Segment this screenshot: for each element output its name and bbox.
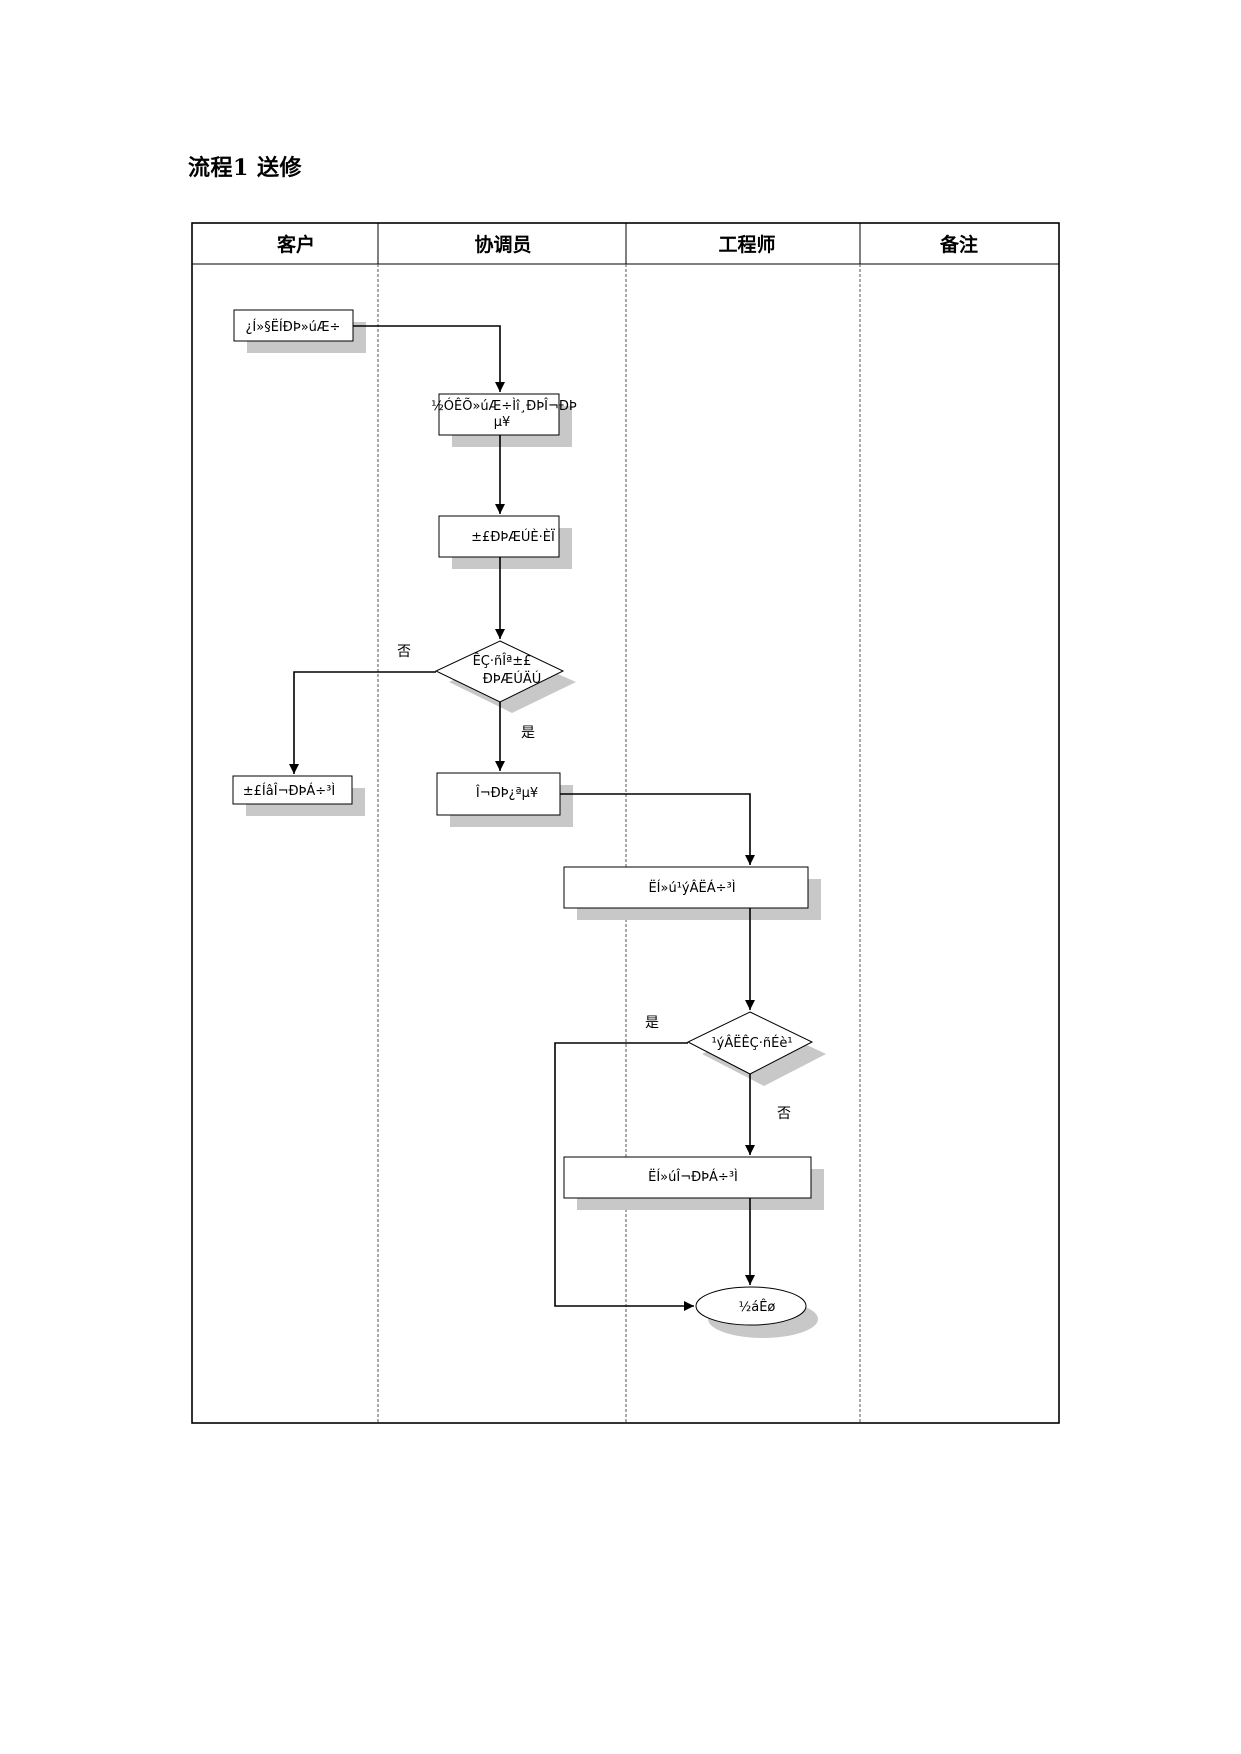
node-decision: ÊÇ·ñÎª±£ ÐÞÆÚÄÚ	[434, 640, 576, 713]
node-process: ËÍ»úÎ¬ÐÞÁ÷³Ì	[563, 1156, 824, 1210]
lane-header-customer: 客户	[277, 233, 315, 256]
lane-header-coordinator: 协调员	[474, 233, 531, 256]
connector-arrow	[289, 671, 436, 774]
node-label: Î¬ÐÞ¿ªµ¥	[475, 785, 538, 801]
node-process: ±£ÐÞÆÚÈ·ÈÏ	[438, 515, 572, 569]
node-process: Î¬ÐÞ¿ªµ¥	[436, 772, 573, 827]
node-label: ËÍ»ú¹ýÂËÁ÷³Ì	[648, 880, 735, 896]
page-title: 流程1 送修	[188, 155, 302, 181]
edge-label-yes: 是	[645, 1015, 659, 1031]
connector-arrow	[353, 325, 505, 392]
node-decision: ¹ýÂËÊÇ·ñÉè¹	[686, 1011, 826, 1086]
node-label: ÊÇ·ñÎª±£	[473, 653, 532, 669]
node-process: ¿Í»§ËÍÐÞ»úÆ÷	[233, 309, 366, 353]
node-label: ¹ýÂËÊÇ·ñÉè¹	[711, 1035, 792, 1051]
node-label: ËÍ»úÎ¬ÐÞÁ÷³Ì	[648, 1169, 738, 1185]
node-process: ½ÓÊÕ»úÆ÷Ìî¸ÐÞÎ¬ÐÞ µ¥	[431, 393, 577, 447]
swimlane-frame	[191, 222, 1060, 1424]
node-process: ËÍ»ú¹ýÂËÁ÷³Ì	[563, 866, 821, 920]
edge-label-no: 否	[777, 1106, 791, 1122]
connector-arrow	[560, 793, 755, 865]
node-terminal: ½áÊø	[695, 1286, 818, 1338]
lane-header-engineer: 工程师	[718, 234, 775, 256]
lane-header-remarks: 备注	[939, 233, 978, 256]
node-label: ½ÓÊÕ»úÆ÷Ìî¸ÐÞÎ¬ÐÞ	[431, 398, 577, 414]
edge-label-no: 否	[397, 644, 411, 660]
node-label: ½áÊø	[739, 1299, 776, 1315]
node-label: ÐÞÆÚÄÚ	[483, 671, 542, 687]
node-label: ±£ÍâÎ¬ÐÞÁ÷³Ì	[243, 783, 335, 799]
node-process: ±£ÍâÎ¬ÐÞÁ÷³Ì	[232, 775, 365, 816]
node-label: ¿Í»§ËÍÐÞ»úÆ÷	[246, 319, 341, 335]
connector-arrow	[554, 1042, 694, 1311]
edge-label-yes: 是	[521, 725, 535, 741]
node-label: ±£ÐÞÆÚÈ·ÈÏ	[471, 529, 555, 545]
node-label: µ¥	[494, 415, 511, 430]
